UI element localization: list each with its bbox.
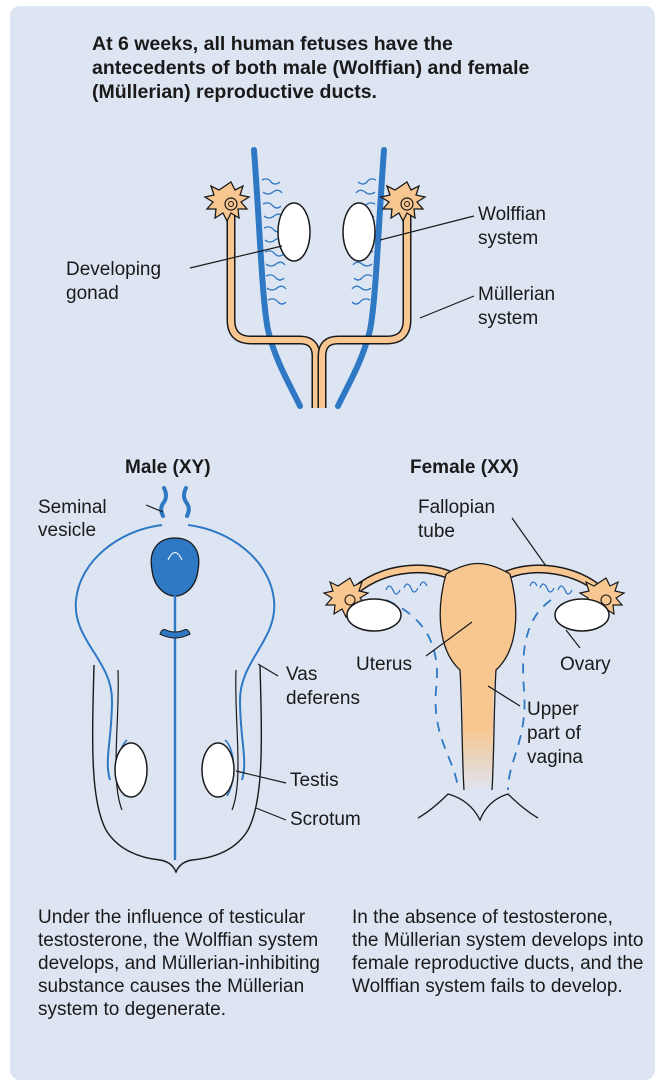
label-vas-line1: Vas — [286, 664, 317, 686]
wolffian-duct-left — [254, 150, 300, 406]
label-wolffian-line2: system — [478, 228, 538, 250]
label-uterus: Uterus — [356, 654, 412, 676]
wolffian-duct-right — [338, 150, 384, 406]
label-seminal-line2: vesicle — [38, 520, 96, 542]
mullerian-ostium-left — [205, 182, 249, 221]
label-testis: Testis — [290, 770, 339, 792]
male-anatomy — [76, 488, 286, 872]
female-header: Female (XX) — [410, 457, 519, 479]
female-caption: In the absence of testosterone, the Müll… — [352, 906, 644, 998]
ovary-left — [347, 599, 401, 631]
vas-deferens-left — [76, 525, 162, 780]
developing-gonad-left — [278, 203, 310, 261]
label-mullerian-line1: Müllerian — [478, 284, 555, 306]
label-vas-line2: deferens — [286, 688, 360, 710]
testis-left — [115, 743, 147, 797]
uterus — [440, 564, 516, 793]
label-developing-gonad-line2: gonad — [66, 283, 119, 305]
label-fallopian-line2: tube — [418, 521, 455, 543]
label-developing-gonad-line1: Developing — [66, 259, 161, 281]
label-scrotum: Scrotum — [290, 809, 361, 831]
label-seminal-line1: Seminal — [38, 497, 107, 519]
label-ovary: Ovary — [560, 654, 611, 676]
male-caption: Under the influence of testicular testos… — [38, 906, 328, 1021]
label-fallopian-line1: Fallopian — [418, 497, 495, 519]
testis-right — [202, 743, 234, 797]
undifferentiated-ducts — [190, 150, 474, 408]
ovary-right — [555, 599, 609, 631]
label-wolffian-line1: Wolffian — [478, 204, 546, 226]
label-vagina-line2: part of — [527, 723, 581, 745]
developing-gonad-right — [343, 203, 375, 261]
mullerian-ostium-right — [381, 182, 425, 221]
label-vagina-line3: vagina — [527, 747, 583, 769]
label-vagina-line1: Upper — [527, 699, 579, 721]
seminal-vesicle-right — [184, 488, 189, 516]
label-mullerian-line2: system — [478, 308, 538, 330]
male-header: Male (XY) — [125, 457, 211, 479]
